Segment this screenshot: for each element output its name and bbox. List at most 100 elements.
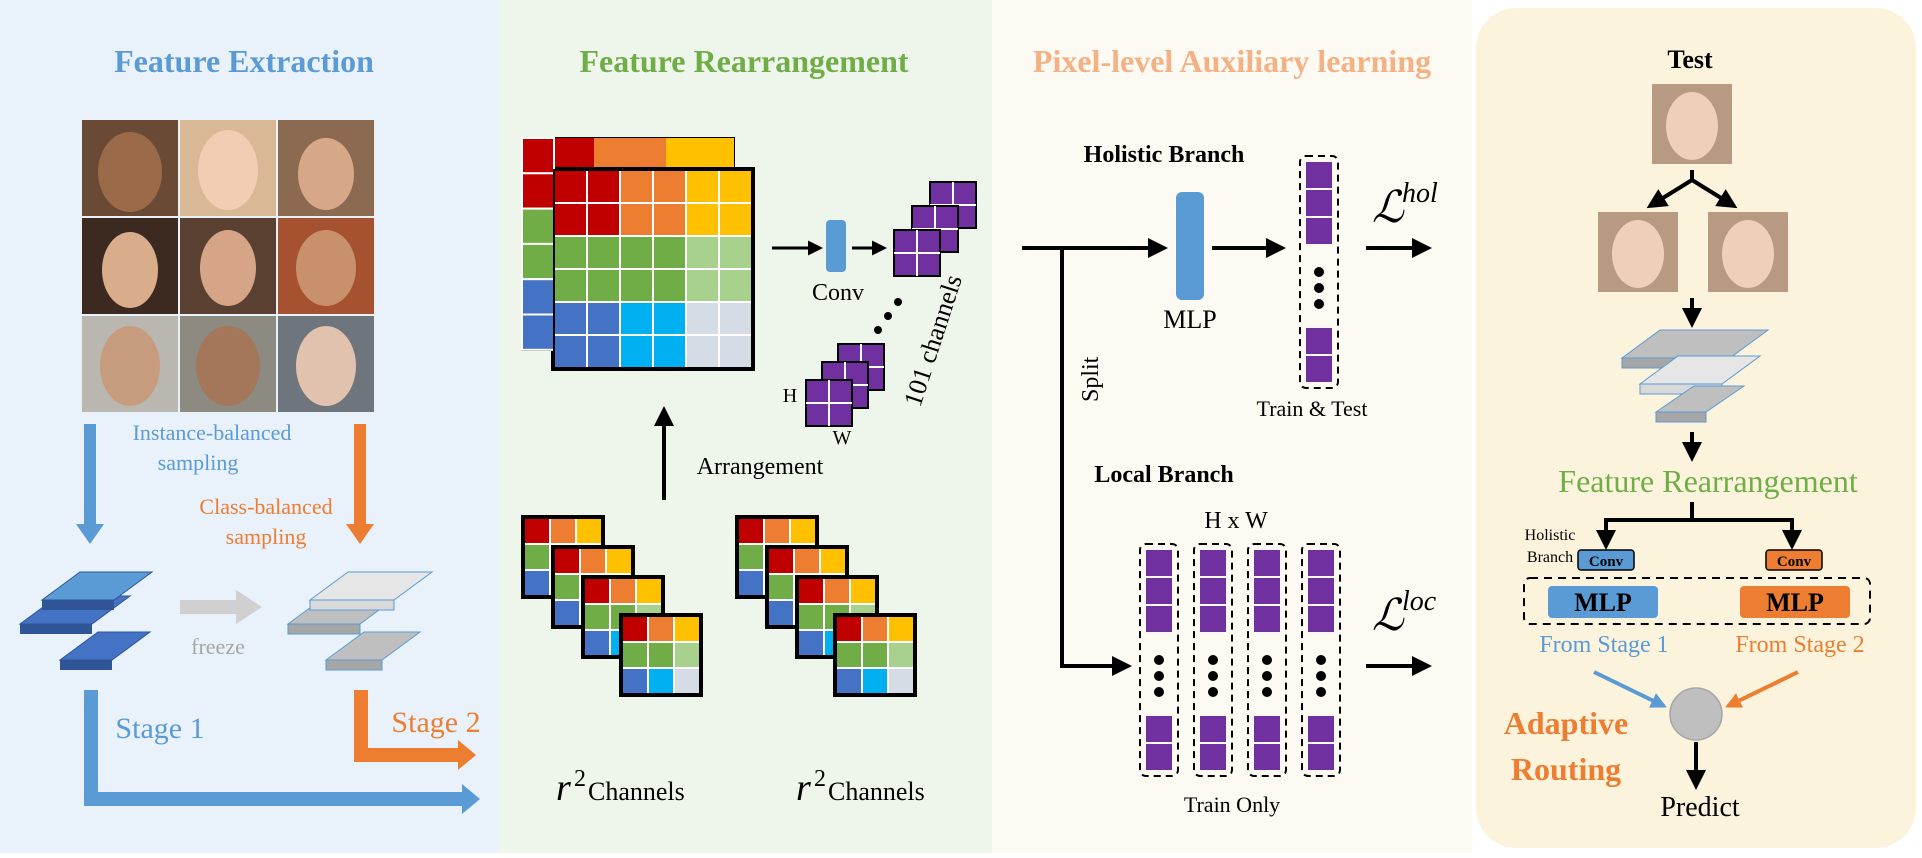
channel-cell	[579, 547, 607, 575]
test-conv-stage2-label: Conv	[1777, 554, 1812, 570]
loss-hol-symbol: ℒ	[1372, 183, 1405, 232]
vector-cell	[1306, 218, 1332, 244]
channel-cell	[647, 667, 675, 695]
routing-node	[1669, 687, 1723, 741]
vector-cell	[1146, 550, 1172, 576]
face-image	[82, 120, 178, 216]
feature-cell	[553, 202, 588, 237]
channel-cell	[737, 569, 765, 597]
feature-cell	[718, 169, 753, 204]
feature-cell	[652, 235, 687, 270]
class-balanced-arrow	[346, 424, 374, 544]
face-image-grid	[82, 120, 374, 412]
output-channels-top	[893, 181, 977, 277]
feature-cell	[685, 301, 720, 336]
vector-cell	[1254, 578, 1280, 604]
feature-cell	[718, 235, 753, 270]
h-dimension-label: H	[783, 385, 797, 407]
conv-label: Conv	[812, 280, 864, 306]
loss-loc-symbol: ℒ	[1372, 591, 1405, 640]
test-face-original	[1598, 212, 1678, 292]
channel-cell	[621, 615, 649, 643]
channel-cell	[523, 517, 551, 545]
r2-channels-label-a: Channels	[588, 777, 685, 806]
vector-cell	[1308, 578, 1334, 604]
adaptive-routing-line1: Adaptive	[1504, 705, 1628, 741]
feature-cell	[619, 202, 654, 237]
vector-cell	[1306, 328, 1332, 354]
test-feature-rearrangement-label: Feature Rearrangement	[1558, 463, 1858, 499]
feature-cell	[586, 301, 621, 336]
arrangement-label: Arrangement	[697, 454, 824, 480]
feature-cell	[685, 334, 720, 369]
vector-cell	[1146, 578, 1172, 604]
test-conv-stage1-label: Conv	[1589, 554, 1624, 570]
face-image	[180, 316, 276, 412]
channel-cell	[887, 615, 915, 643]
channel-cell	[583, 629, 611, 657]
feature-cell	[652, 301, 687, 336]
loss-loc-superscript: loc	[1402, 586, 1437, 617]
vector-cell	[1306, 162, 1332, 188]
feature-cell	[586, 169, 621, 204]
feature-cell	[553, 268, 588, 303]
face-image	[180, 120, 276, 216]
channel-ellipsis	[874, 298, 902, 334]
feature-cell	[619, 235, 654, 270]
channel-cell	[819, 547, 847, 575]
feature-cell	[685, 235, 720, 270]
vector-box	[1193, 543, 1233, 777]
test-mlp-stage2-label: MLP	[1766, 588, 1824, 617]
split-label: Split	[1078, 356, 1104, 402]
channel-cell	[621, 641, 649, 669]
face-image	[278, 218, 374, 314]
test-input-face	[1652, 84, 1732, 164]
vector-cell	[1200, 744, 1226, 770]
feature-cell	[619, 334, 654, 369]
class-sampling-label-line2: sampling	[226, 524, 307, 549]
feature-cell	[685, 169, 720, 204]
channel-cell	[583, 577, 611, 605]
channel-cell	[635, 577, 663, 605]
holistic-branch-title: Holistic Branch	[1084, 142, 1245, 168]
split-connector	[1022, 238, 1168, 676]
channel-cell	[849, 577, 877, 605]
channel-cell	[523, 543, 551, 571]
test-conv-stage1	[1577, 549, 1635, 571]
feature-cell	[586, 268, 621, 303]
vector-box	[1247, 543, 1287, 777]
feature-cell	[718, 301, 753, 336]
r2-channel-stack-a	[521, 515, 703, 697]
channel-cell	[553, 599, 581, 627]
feature-cell	[553, 334, 588, 369]
vector-cell	[1254, 606, 1280, 632]
holistic-mlp-label: MLP	[1163, 305, 1216, 334]
test-network-stack	[1620, 329, 1770, 423]
vector-cell	[1146, 606, 1172, 632]
vector-cell	[1254, 744, 1280, 770]
face-image	[180, 218, 276, 314]
feature-cell	[586, 202, 621, 237]
stage1-route-arrow	[1593, 670, 1667, 708]
feature-cell	[619, 169, 654, 204]
feature-extraction-title: Feature Extraction	[114, 43, 374, 79]
rearranged-feature-map	[521, 137, 755, 371]
vector-cell	[1146, 744, 1172, 770]
feature-cell	[652, 334, 687, 369]
vector-cell	[1200, 550, 1226, 576]
stage1-label: Stage 1	[115, 712, 204, 745]
feature-cell	[652, 268, 687, 303]
channel-cell	[835, 641, 863, 669]
stage2-label: Stage 2	[391, 706, 480, 739]
vector-cell	[1308, 606, 1334, 632]
feature-cell	[619, 268, 654, 303]
holistic-mlp-block	[1176, 192, 1204, 300]
face-image	[278, 316, 374, 412]
predict-label: Predict	[1660, 792, 1740, 823]
feature-rearrangement-title: Feature Rearrangement	[579, 43, 908, 79]
instance-sampling-label-line2: sampling	[158, 450, 239, 475]
feature-cell	[553, 169, 588, 204]
channel-cell	[887, 667, 915, 695]
